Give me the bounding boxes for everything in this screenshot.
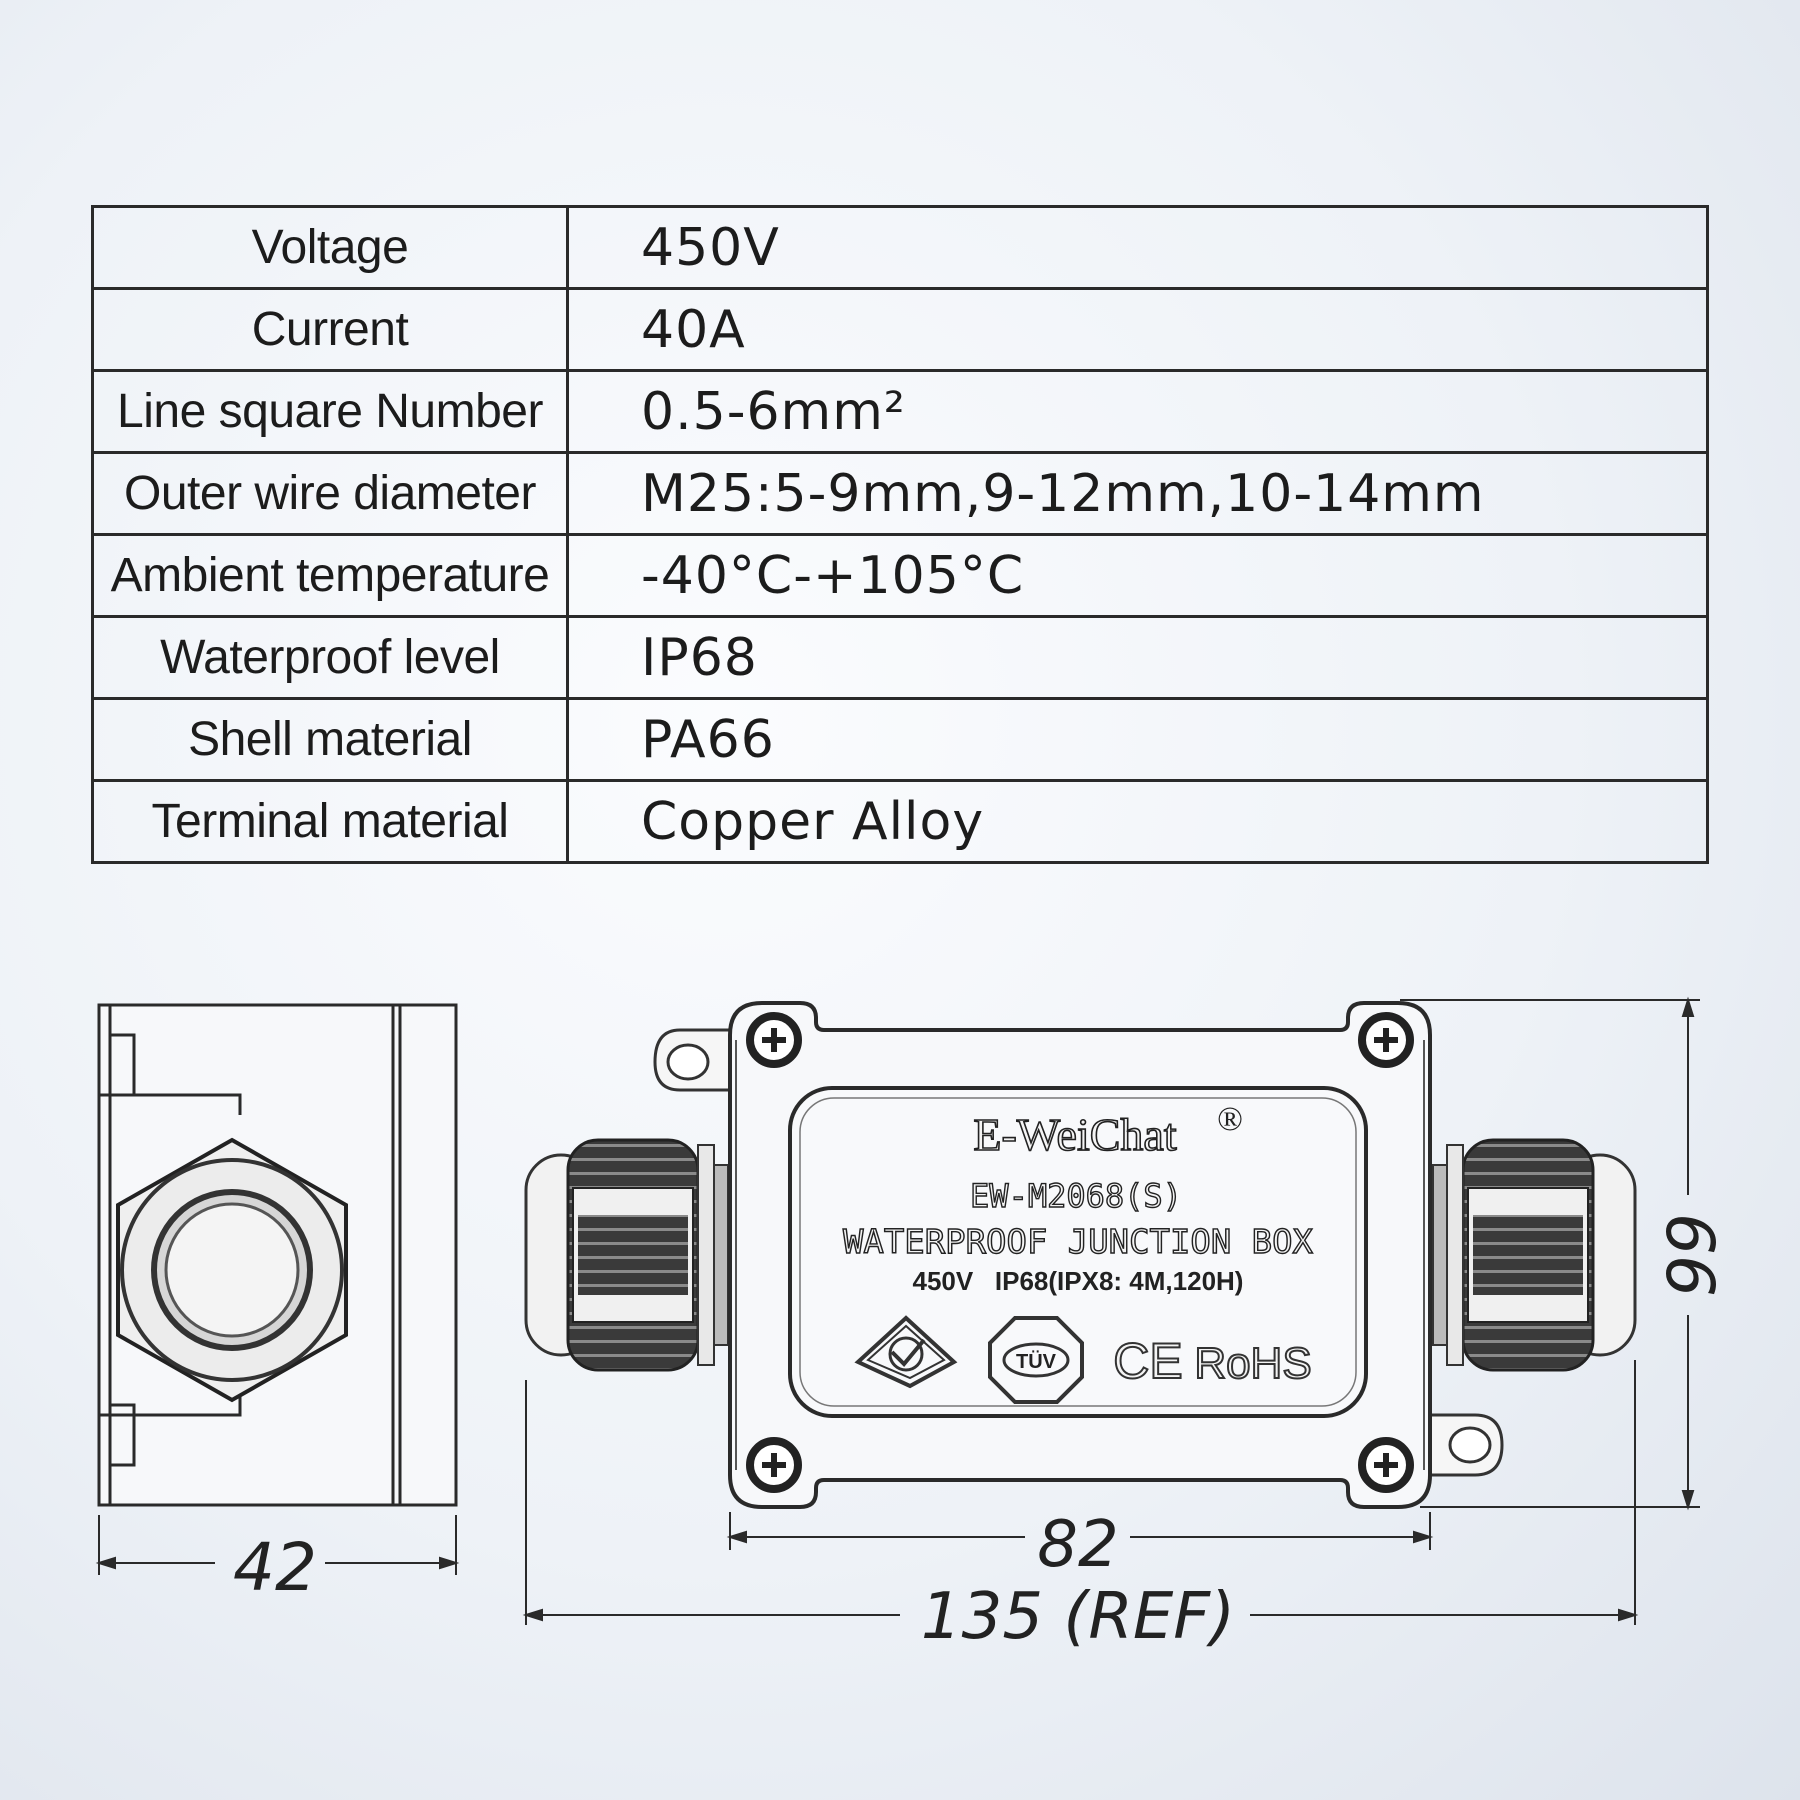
dimension-body-length-label: 82 [1037, 1508, 1118, 1582]
dimension-overall-length-label: 135 (REF) [921, 1580, 1235, 1654]
rohs-mark: RoHS [1194, 1339, 1311, 1388]
spec-label: Ambient temperature [91, 533, 569, 618]
spec-label: Outer wire diameter [91, 451, 569, 536]
spec-label: Shell material [91, 697, 569, 782]
label-plate [788, 1086, 1368, 1418]
table-row: Waterproof level IP68 [91, 615, 1709, 700]
right-cable-gland [1432, 1138, 1637, 1372]
spec-value: 0.5-6mm² [566, 369, 1709, 454]
dimension-side-width-label: 42 [233, 1529, 317, 1606]
dimension-height-label: 66 [1651, 1213, 1728, 1297]
spec-value: PA66 [566, 697, 1709, 782]
tuv-mark-icon [988, 1316, 1084, 1404]
table-row: Ambient temperature -40°C-+105°C [91, 533, 1709, 618]
dimension-overall-length [522, 1360, 1639, 1625]
side-view [97, 1003, 458, 1507]
spec-label: Line square Number [91, 369, 569, 454]
spec-label: Waterproof level [91, 615, 569, 700]
screw-icon [746, 1437, 802, 1493]
tuv-mark-label: TÜV [1016, 1350, 1057, 1373]
spec-table: Voltage 450V Current 40A Line square Num… [91, 205, 1709, 864]
mounting-ear-top-left [653, 1028, 732, 1092]
spec-value: Copper Alloy [566, 779, 1709, 864]
mounting-ear-bottom-right [1428, 1413, 1504, 1477]
spec-value: M25:5-9mm,9-12mm,10-14mm [566, 451, 1709, 536]
product-name: WATERPROOF JUNCTION BOX [843, 1222, 1313, 1261]
screw-icon [1358, 1012, 1414, 1068]
dimension-side-width [95, 1515, 460, 1575]
spec-label: Terminal material [91, 779, 569, 864]
table-row: Outer wire diameter M25:5-9mm,9-12mm,10-… [91, 451, 1709, 536]
spec-value: IP68 [566, 615, 1709, 700]
table-row: Voltage 450V [91, 205, 1709, 290]
spec-value: 40A [566, 287, 1709, 372]
left-cable-gland [524, 1138, 729, 1372]
rating-text: 450V IP68(IPX8: 4M,120H) [913, 1266, 1244, 1296]
ce-mark: CE [1113, 1333, 1182, 1389]
table-row: Terminal material Copper Alloy [91, 779, 1709, 864]
table-row: Shell material PA66 [91, 697, 1709, 782]
dimension-body-length [726, 1512, 1434, 1550]
spec-label: Current [91, 287, 569, 372]
table-row: Current 40A [91, 287, 1709, 372]
model-number: EW-M2068(S) [970, 1177, 1182, 1215]
dimension-height [1400, 996, 1700, 1511]
rcm-icon [854, 1315, 958, 1389]
spec-value: 450V [566, 205, 1709, 290]
spec-label: Voltage [91, 205, 569, 290]
table-row: Line square Number 0.5-6mm² [91, 369, 1709, 454]
brand-name: E-WeiChat [973, 1109, 1176, 1160]
screw-icon [746, 1012, 802, 1068]
spec-value: -40°C-+105°C [566, 533, 1709, 618]
registered-mark: ® [1217, 1101, 1243, 1138]
screw-icon [1358, 1437, 1414, 1493]
